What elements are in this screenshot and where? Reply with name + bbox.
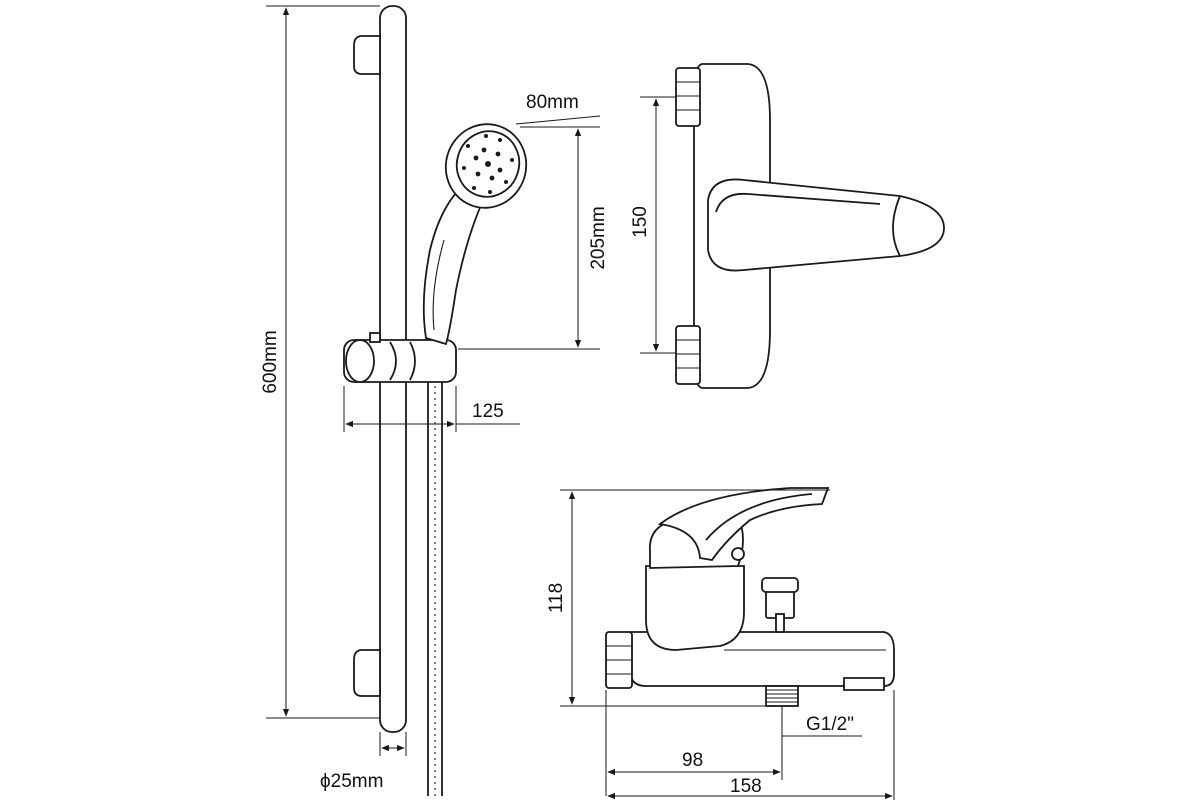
inlet-nut [605, 631, 633, 689]
head-diameter-label: 80mm [526, 92, 579, 113]
mixer-height-label: 150 [630, 206, 651, 238]
dimension-outlet-offset: 98 [605, 690, 783, 796]
shower-rail-set [343, 5, 528, 796]
handshower [422, 123, 528, 346]
rail-diameter-label: ϕ25mm [320, 771, 383, 792]
dimension-inlet-thread: G1/2" [781, 706, 862, 742]
dimension-handshower-length: 205mm [458, 126, 609, 350]
dimension-mixer-depth: 118 [546, 489, 830, 707]
handshower-length-label: 205mm [588, 206, 609, 269]
holder-projection-label: 125 [472, 401, 504, 422]
bottom-inlet-nut [675, 325, 701, 385]
mixer-top-view [675, 63, 945, 389]
dimension-mixer-height: 150 [630, 96, 676, 354]
outlet-offset-label: 98 [682, 750, 703, 771]
mixer-length-label: 158 [730, 776, 762, 797]
outlet-thread [765, 685, 799, 707]
diverter-knob [761, 577, 799, 633]
shower-hose [427, 380, 443, 796]
dimension-head-diameter: 80mm [515, 92, 601, 125]
top-wall-bracket [353, 35, 381, 75]
spray-nozzles [462, 134, 514, 194]
rail-length-label: 600mm [260, 330, 281, 393]
slider-holder [343, 332, 457, 383]
mixer-side-view [605, 487, 895, 707]
dimension-mixer-length: 158 [607, 690, 895, 800]
bottom-wall-bracket [353, 649, 381, 697]
mixer-depth-label: 118 [546, 583, 567, 613]
dimension-rail-length: 600mm [260, 5, 380, 719]
dimension-holder-projection: 125 [343, 386, 520, 432]
dimension-rail-diameter: ϕ25mm [320, 732, 407, 792]
inlet-thread-label: G1/2" [806, 714, 854, 735]
top-inlet-nut [675, 67, 701, 127]
